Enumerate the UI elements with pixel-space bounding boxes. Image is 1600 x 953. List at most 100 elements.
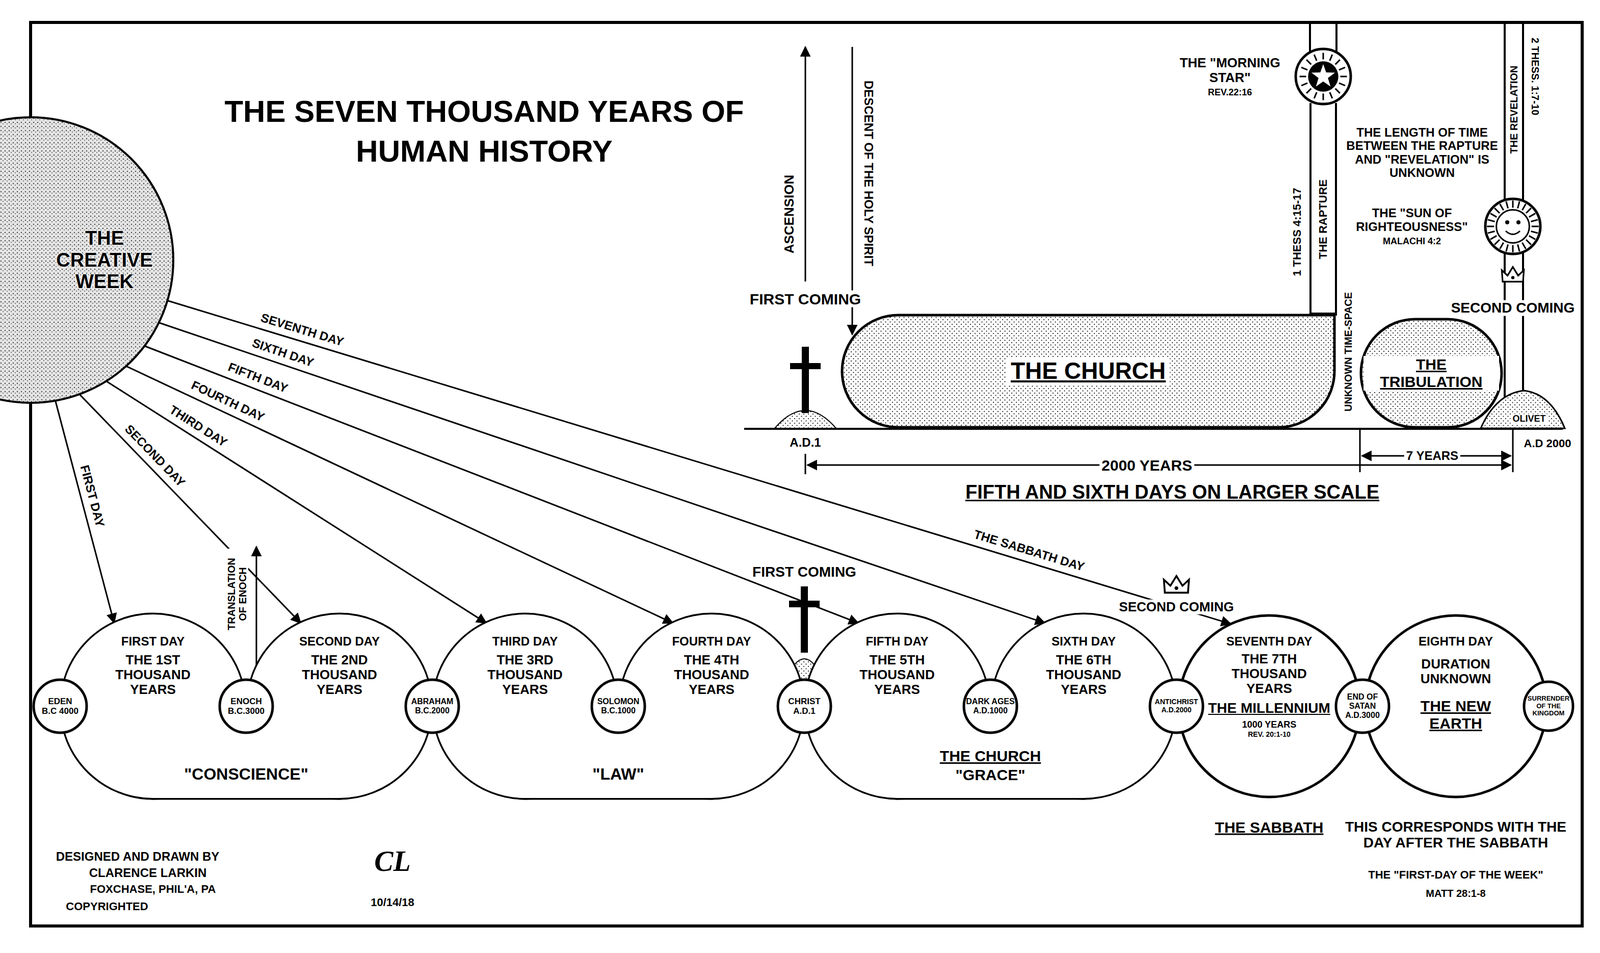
star-ray (1322, 53, 1325, 60)
star-ray (1322, 93, 1325, 100)
day-circle: SIXTH DAYTHE 6TH THOUSAND YEARS (991, 614, 1176, 798)
node-text: B.C 4000 (35, 705, 86, 716)
text-stack: ANTICHRISTA.D.2000 (1148, 678, 1204, 734)
note-label: THE LENGTH OF TIME BETWEEN THE RAPTURE A… (1341, 125, 1504, 180)
text-stack: THIRD DAY THE 3RD THOUSAND YEARS (433, 614, 617, 697)
sun-ray (1487, 231, 1495, 234)
node-text: A.D.2000 (1151, 705, 1202, 715)
text-stack: SURRENDER OF THE KINGDOM (1523, 680, 1575, 732)
era-circle: SOLOMONB.C.1000 (590, 678, 646, 734)
edge-label: FIRST DAY (76, 461, 108, 531)
sun-ray (1486, 225, 1494, 228)
star-ray (1301, 67, 1308, 70)
node-text: DARK AGES (965, 696, 1016, 706)
node-text: FIFTH DAY (865, 634, 929, 649)
note-label: THE SABBATH DAY (969, 527, 1088, 575)
sun-ray (1487, 219, 1495, 222)
era-outline (219, 679, 273, 733)
dimension-tick (1512, 429, 1514, 472)
node-text: THE 4TH THOUSAND YEARS (650, 652, 773, 697)
sun-ray (1500, 203, 1504, 211)
star-ray (1339, 67, 1346, 70)
note-label: DESCENT OF THE HOLY SPIRIT (861, 78, 876, 269)
sun-ray (1526, 239, 1532, 245)
star-ray (1314, 54, 1317, 61)
note-label: 7 YEARS (1404, 449, 1461, 463)
sun-ray (1529, 235, 1536, 240)
node-text: SOLOMON (593, 696, 644, 706)
node-text: B.C.3000 (221, 705, 272, 716)
node-text: "GRACE" (955, 766, 1026, 784)
sun-eye (1516, 220, 1521, 225)
sun-ray (1500, 242, 1504, 249)
node-text: THE 7TH THOUSAND YEARS (1208, 651, 1331, 696)
band-outline (61, 614, 432, 798)
node-text: ANTICHRIST (1151, 697, 1202, 706)
sun-eye (1505, 220, 1510, 225)
node-text: SEVENTH DAY (1226, 634, 1313, 649)
sun-ray (1522, 203, 1526, 211)
node-outline (1171, 40, 1351, 113)
text-stack: THE "SUN OF RIGHTEOUSNESS"MALACHI 4:2 (1345, 190, 1479, 262)
band-outline (433, 614, 804, 798)
era-circle: EDENB.C 4000 (32, 678, 88, 734)
note-label: FIRST COMING (750, 564, 859, 581)
edge-label: THIRD DAY (165, 401, 231, 451)
node-text: CHRIST (779, 696, 830, 706)
sun-ray (1530, 219, 1538, 222)
node-text: B.C.1000 (593, 705, 644, 716)
note-label: 1 THESS 4:15-17 (1291, 185, 1304, 279)
sun-of-righteousness: THE "SUN OF RIGHTEOUSNESS"MALACHI 4:2 (1345, 190, 1541, 262)
sun-mouth (1505, 230, 1520, 235)
church-age-band: THE CHURCH (841, 313, 1336, 429)
star-ray (1329, 92, 1333, 99)
edge-label: THE RAPTURE (1317, 178, 1330, 260)
sun-ray (1530, 231, 1538, 234)
note-label: SECOND COMING (1116, 599, 1236, 615)
sun-ray (1506, 201, 1509, 209)
node-text: THE 6TH THOUSAND YEARS (1022, 652, 1145, 697)
text-stack: END OF SATANA.D.3000 (1334, 678, 1390, 734)
star-ray (1335, 88, 1341, 94)
star-symbol (1311, 64, 1335, 87)
note-label: CLARENCE LARKIN (87, 866, 209, 880)
sphere-outline (0, 117, 174, 403)
sun-face (1496, 210, 1530, 244)
channel-inside (1311, 102, 1335, 313)
sun-ray (1531, 225, 1539, 228)
text-stack: THE CHURCH"GRACE" (802, 747, 1179, 784)
node-text: THE MILLENNIUM (1205, 699, 1333, 716)
age-outline (1360, 319, 1502, 428)
node-text: THE CHURCH (939, 747, 1041, 765)
diagram-title: THE SEVEN THOUSAND YEARS OF HUMAN HISTOR… (214, 91, 755, 172)
day-outline (1178, 615, 1360, 797)
note-label: TRANSLATION OF ENOCH (225, 548, 249, 640)
node-text: THE CREATIVE WEEK (43, 227, 166, 293)
star-ray (1306, 59, 1311, 65)
node-text: 1000 YEARS (1242, 719, 1297, 730)
note-label: CL (372, 845, 413, 878)
text-stack: FOURTH DAYTHE 4TH THOUSAND YEARS (619, 614, 804, 697)
node-text: SECOND DAY (299, 634, 380, 649)
text-stack: "LAW" (430, 765, 807, 784)
node-text: THE 3RD THOUSAND YEARS (463, 652, 587, 697)
sun-ray (1494, 207, 1500, 214)
note-label: A.D.1 (787, 435, 823, 450)
note-label: THE "FIRST-DAY OF THE WEEK" (1366, 868, 1546, 881)
node-text: THE NEW EARTH (1394, 697, 1517, 732)
era-circle: ENOCHB.C.3000 (218, 678, 274, 734)
dimension-tick (1359, 429, 1361, 472)
note-label: THE SABBATH (1213, 818, 1326, 836)
day-ray (55, 400, 115, 623)
sun-ray (1506, 244, 1509, 252)
node-text: DURATION UNKNOWN (1394, 656, 1517, 687)
note-label: FIRST COMING (747, 290, 863, 308)
era-outline (33, 679, 87, 733)
tribulation-band: THE TRIBULATION (1359, 318, 1503, 429)
era-circle: ABRAHAMB.C.2000 (404, 678, 460, 734)
node-text: THIRD DAY (492, 634, 558, 649)
morning-star: THE "MORNING STAR"REV.22:16 (1171, 40, 1351, 113)
note-label: A.D 2000 (1522, 437, 1574, 450)
note-label: DESIGNED AND DRAWN BY (54, 849, 222, 863)
era-outline (591, 679, 645, 733)
